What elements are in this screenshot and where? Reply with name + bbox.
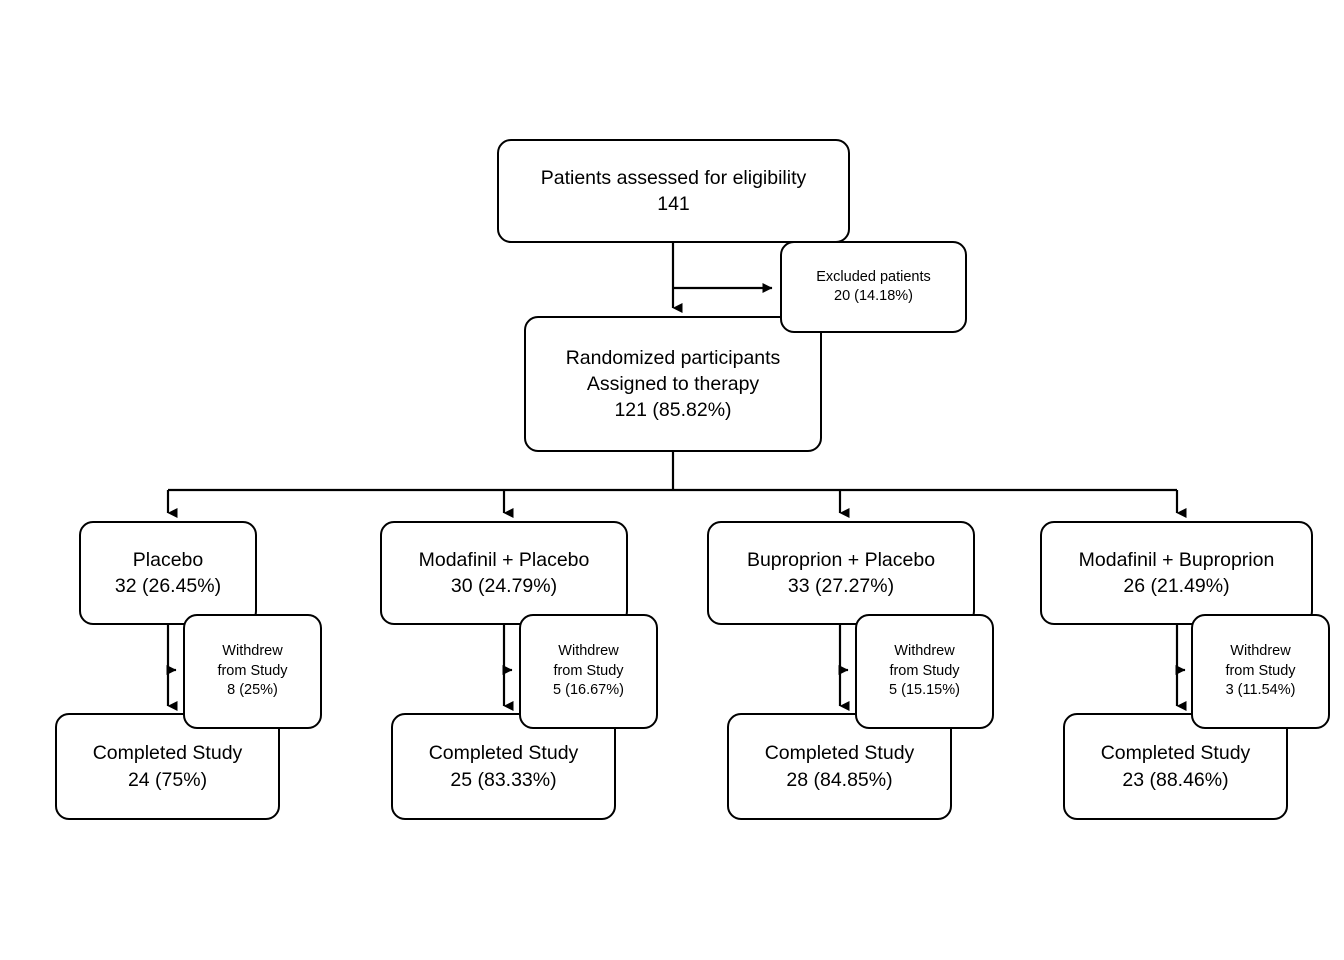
node-arm-3-withdrew-line-2: from Study — [889, 662, 960, 679]
node-arm-2-withdrew-line-2: from Study — [553, 662, 624, 679]
node-arm-3-group: Buproprion + Placebo 33 (27.27%) — [707, 521, 975, 625]
node-arm-3-completed-line-2: 28 (84.85%) — [786, 768, 893, 791]
node-excluded-patients-line-2: 20 (14.18%) — [834, 288, 913, 304]
node-arm-2-completed-line-1: Completed Study — [428, 742, 579, 765]
node-arm-4-withdrew-line-2: from Study — [1225, 662, 1296, 679]
node-arm-1-completed: Completed Study 24 (75%) — [55, 713, 280, 820]
node-randomized-line-2: Assigned to therapy — [586, 372, 760, 395]
node-excluded-patients: Excluded patients 20 (14.18%) — [780, 241, 967, 333]
node-arm-1-withdrew-line-1: Withdrew — [222, 643, 283, 660]
node-arm-2-withdrew-line-1: Withdrew — [558, 643, 619, 660]
node-arm-1-group: Placebo 32 (26.45%) — [79, 521, 257, 625]
node-arm-4-group-line-2: 26 (21.49%) — [1123, 575, 1230, 597]
node-arm-1-withdrew: Withdrew from Study 8 (25%) — [183, 614, 322, 729]
node-randomized-line-1: Randomized participants — [565, 346, 781, 369]
node-patients-assessed: Patients assessed for eligibility 141 — [497, 139, 850, 243]
node-arm-3-withdrew: Withdrew from Study 5 (15.15%) — [855, 614, 994, 729]
node-arm-4-withdrew: Withdrew from Study 3 (11.54%) — [1191, 614, 1330, 729]
node-randomized-participants: Randomized participants Assigned to ther… — [524, 316, 822, 452]
node-arm-3-completed-line-1: Completed Study — [764, 742, 915, 765]
node-arm-1-group-line-2: 32 (26.45%) — [114, 575, 222, 597]
node-arm-1-completed-line-1: Completed Study — [92, 742, 243, 765]
node-randomized-line-3: 121 (85.82%) — [614, 399, 732, 422]
node-arm-2-group: Modafinil + Placebo 30 (24.79%) — [380, 521, 628, 625]
node-arm-2-withdrew: Withdrew from Study 5 (16.67%) — [519, 614, 658, 729]
node-arm-3-completed: Completed Study 28 (84.85%) — [727, 713, 952, 820]
node-arm-1-withdrew-line-2: from Study — [217, 662, 288, 679]
node-arm-1-completed-line-2: 24 (75%) — [127, 768, 208, 791]
node-arm-4-withdrew-line-1: Withdrew — [1230, 643, 1291, 660]
node-excluded-patients-line-1: Excluded patients — [816, 268, 931, 285]
node-arm-2-group-line-2: 30 (24.79%) — [450, 575, 558, 597]
node-arm-2-completed: Completed Study 25 (83.33%) — [391, 713, 616, 820]
node-arm-2-completed-line-2: 25 (83.33%) — [450, 768, 557, 791]
node-arm-3-withdrew-line-1: Withdrew — [894, 643, 955, 660]
node-arm-4-completed-line-1: Completed Study — [1100, 742, 1251, 765]
node-arm-3-group-line-1: Buproprion + Placebo — [746, 548, 936, 571]
node-arm-3-withdrew-line-3: 5 (15.15%) — [889, 682, 960, 699]
node-arm-4-group-line-1: Modafinil + Buproprion — [1078, 548, 1275, 571]
node-arm-2-withdrew-line-3: 5 (16.67%) — [553, 682, 624, 699]
node-arm-2-group-line-1: Modafinil + Placebo — [418, 548, 590, 571]
node-arm-1-withdrew-line-3: 8 (25%) — [227, 682, 278, 699]
node-arm-4-completed: Completed Study 23 (88.46%) — [1063, 713, 1288, 820]
node-arm-4-group: Modafinil + Buproprion 26 (21.49%) — [1040, 521, 1313, 625]
node-arm-4-completed-line-2: 23 (88.46%) — [1122, 768, 1229, 791]
node-arm-1-group-line-1: Placebo — [132, 548, 204, 571]
node-patients-assessed-line-1: Patients assessed for eligibility — [540, 166, 807, 189]
node-arm-3-group-line-2: 33 (27.27%) — [787, 575, 895, 597]
node-arm-4-withdrew-line-3: 3 (11.54%) — [1225, 682, 1296, 699]
node-patients-assessed-line-2: 141 — [657, 193, 690, 215]
